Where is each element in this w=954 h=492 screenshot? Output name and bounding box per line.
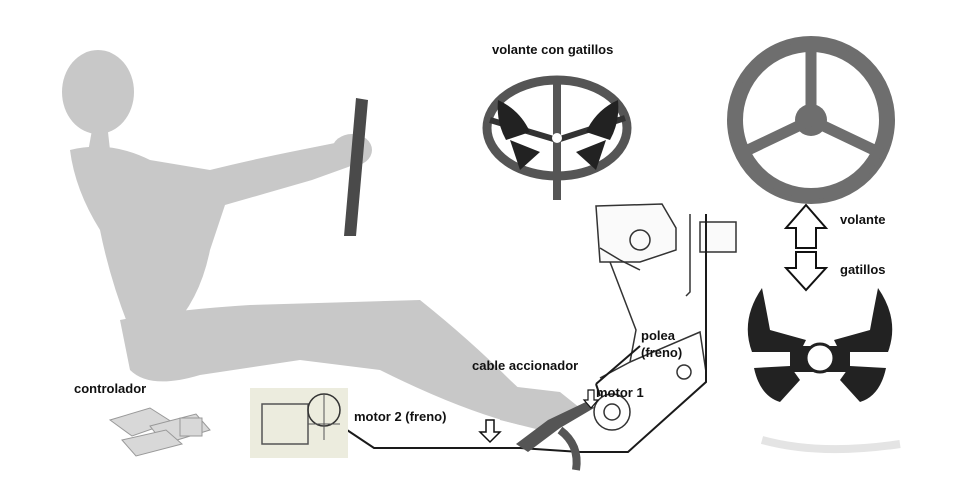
label-polea-freno: (freno): [641, 345, 682, 360]
double-arrow: [786, 205, 826, 290]
label-volante: volante: [840, 212, 886, 227]
triggers: [748, 288, 892, 402]
label-cable-accionador: cable accionador: [472, 358, 578, 373]
label-volante-con-gatillos: volante con gatillos: [492, 42, 613, 57]
triggers-shadow: [762, 440, 900, 449]
steering-wheel: [731, 40, 891, 200]
label-gatillos: gatillos: [840, 262, 886, 277]
label-polea: polea: [641, 328, 675, 343]
label-motor-2: motor 2 (freno): [354, 409, 446, 424]
motor-2-image: [250, 388, 348, 458]
label-motor-1: motor 1: [596, 385, 644, 400]
down-arrow: [480, 420, 500, 442]
controller-boards: [110, 408, 210, 456]
label-controlador: controlador: [74, 381, 146, 396]
steering-wheel-with-triggers: [487, 80, 627, 200]
